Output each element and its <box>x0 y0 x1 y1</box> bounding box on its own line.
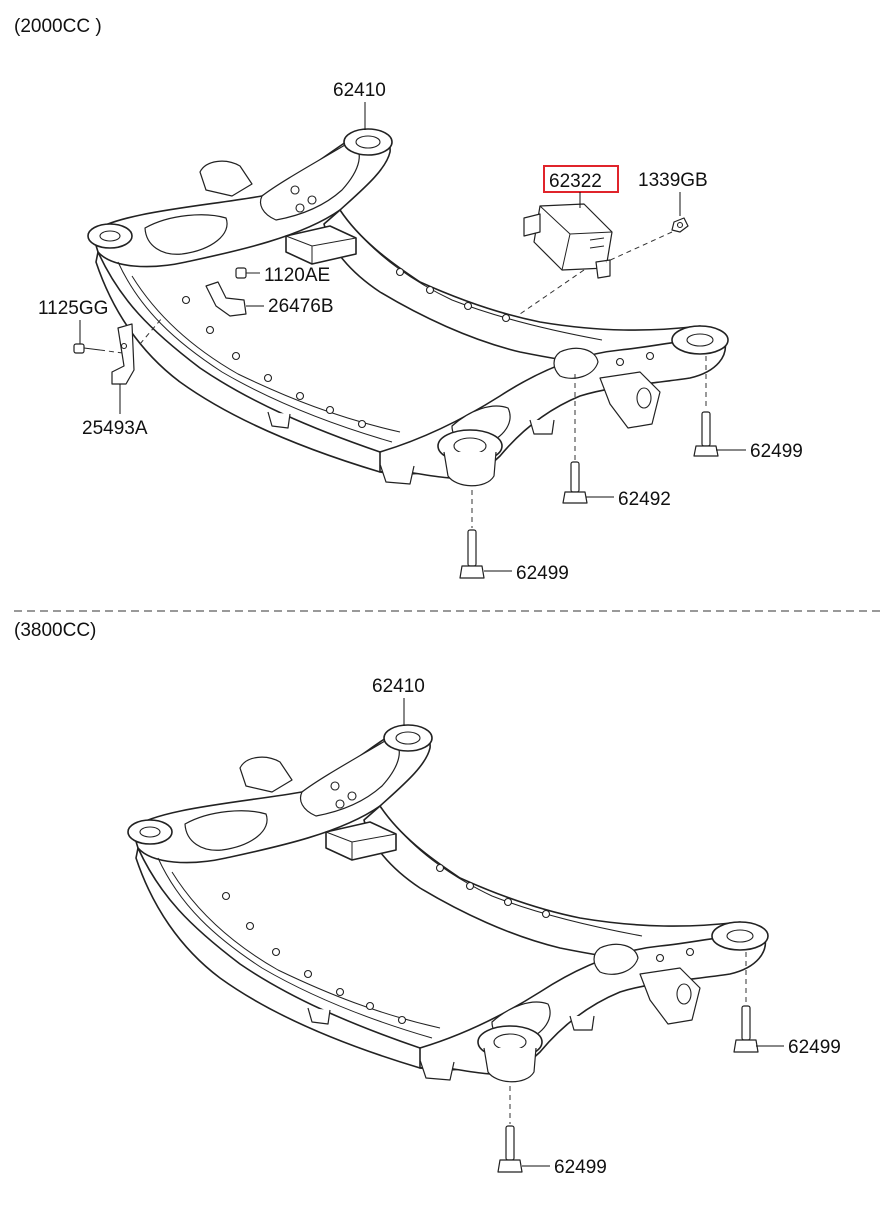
dashed-line-left-bolt <box>99 317 163 355</box>
label-bolt-front-3800cc: 62499 <box>554 1157 607 1178</box>
label-bolt-rear-right-3800cc: 62499 <box>788 1037 841 1058</box>
bolt-mid <box>562 461 588 504</box>
label-module: 62322 <box>549 171 602 192</box>
control-module <box>523 203 613 279</box>
bolt-front <box>459 529 485 579</box>
section-title-3800cc: (3800CC) <box>14 620 96 641</box>
bolt-rear-right-3800cc <box>733 1005 759 1053</box>
label-crossmember-2000cc: 62410 <box>333 80 386 101</box>
highlight-box-62322 <box>543 165 619 193</box>
label-bolt-left: 1125GG <box>38 298 108 319</box>
left-bolt <box>73 343 101 354</box>
bolt-front-3800cc <box>497 1125 523 1173</box>
label-bracket-small: 26476B <box>268 296 334 317</box>
small-bolt <box>235 267 260 279</box>
crossmember-3800cc <box>127 724 769 1083</box>
label-bolt-small: 1120AE <box>264 265 330 286</box>
label-bracket-left: 25493A <box>82 418 148 439</box>
label-crossmember-3800cc: 62410 <box>372 676 425 697</box>
label-bolt-front: 62499 <box>516 563 569 584</box>
small-bracket <box>205 281 247 317</box>
nut <box>671 217 689 233</box>
label-nut: 1339GB <box>638 170 708 191</box>
dashed-line-module <box>519 231 673 315</box>
section-title-2000cc: (2000CC ) <box>14 16 102 37</box>
left-bracket <box>111 323 135 385</box>
bolt-rear-right <box>693 411 719 457</box>
crossmember-2000cc <box>87 128 729 487</box>
label-bolt-mid: 62492 <box>618 489 671 510</box>
label-bolt-rear-right: 62499 <box>750 441 803 462</box>
